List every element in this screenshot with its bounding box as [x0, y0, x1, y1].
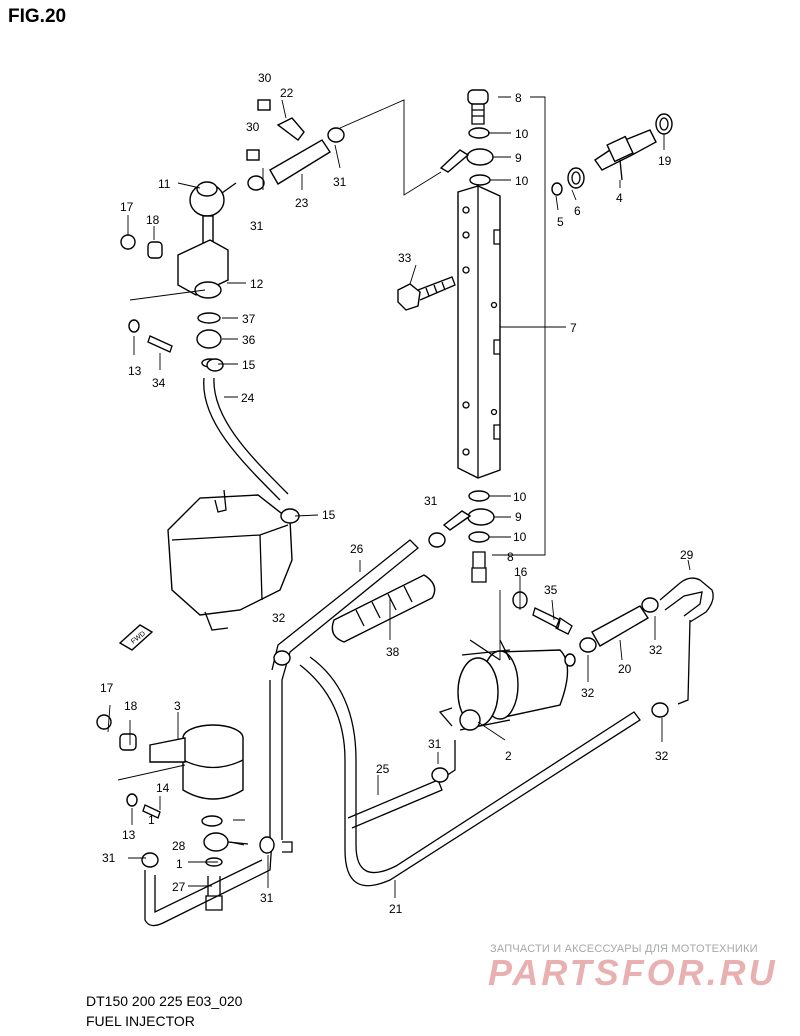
callout: 13: [128, 364, 142, 378]
callout: 32: [655, 749, 669, 763]
callout: 31: [260, 891, 274, 905]
lower-banjo-assembly[interactable]: [442, 490, 495, 583]
callout: 9: [515, 510, 522, 524]
callout: 15: [322, 508, 336, 522]
hose-clamps[interactable]: [141, 358, 669, 868]
callout: 30: [258, 71, 272, 85]
fuel-pump[interactable]: [438, 639, 576, 781]
callout: 31: [250, 219, 264, 233]
upper-hoses[interactable]: [246, 99, 345, 191]
fuel-filter[interactable]: [96, 714, 244, 819]
callout: 17: [120, 200, 134, 214]
callout: 22: [280, 86, 294, 100]
callout: 23: [295, 196, 309, 210]
upper-banjo-assembly[interactable]: [439, 89, 494, 186]
callout: 32: [649, 643, 663, 657]
vapor-separator-tank[interactable]: [167, 489, 300, 631]
callout: 15: [242, 358, 256, 372]
callout: 32: [272, 611, 286, 625]
hose-lower-left[interactable]: [144, 839, 273, 927]
callout: 34: [152, 376, 166, 390]
callout: 30: [246, 120, 260, 134]
callout: 20: [618, 662, 632, 676]
callout: 18: [124, 699, 138, 713]
callout: 31: [428, 737, 442, 751]
leader-lines: [107, 96, 691, 898]
callout: 27: [172, 880, 186, 894]
callout: 16: [514, 565, 528, 579]
callout: 32: [581, 686, 595, 700]
callout: 37: [242, 312, 256, 326]
fuel-rail[interactable]: [457, 185, 501, 479]
callout: 3: [174, 699, 181, 713]
callout: 4: [616, 191, 623, 205]
insulator-sleeve[interactable]: [331, 574, 436, 643]
callout: 21: [389, 902, 403, 916]
callout: 1: [148, 813, 155, 827]
callout: 7: [570, 321, 577, 335]
callout: 31: [333, 175, 347, 189]
callout: 5: [557, 215, 564, 229]
callout: 31: [102, 851, 116, 865]
callout: 26: [350, 542, 364, 556]
model-code: DT150 200 225 E03_020: [86, 993, 243, 1009]
callout: 10: [515, 174, 529, 188]
figure-caption: FUEL INJECTOR: [86, 1013, 195, 1029]
figure-title: FIG.20: [8, 6, 67, 27]
callout: 1: [176, 857, 183, 871]
callout: 12: [250, 277, 264, 291]
callout: 28: [172, 839, 186, 853]
pump-bolt[interactable]: [512, 591, 573, 635]
callout: 38: [386, 645, 400, 659]
callout: 24: [241, 391, 255, 405]
watermark-subtitle: ЗАПЧАСТИ И АКСЕССУАРЫ ДЛЯ МОТОТЕХНИКИ: [490, 943, 758, 955]
rail-bolt[interactable]: [397, 276, 456, 311]
watermark-logo: PARTSFOR.RU: [488, 952, 778, 993]
injector[interactable]: [551, 113, 673, 196]
hose-24[interactable]: [203, 377, 289, 501]
callout: 11: [158, 177, 171, 191]
callout: 8: [515, 91, 522, 105]
callout: 25: [376, 762, 390, 776]
callout: 36: [242, 333, 256, 347]
long-hoses[interactable]: [269, 539, 641, 887]
callout: 33: [398, 251, 412, 265]
callout: 8: [507, 550, 514, 564]
callout: 10: [515, 127, 529, 141]
return-hoses[interactable]: [591, 577, 714, 705]
callout: 31: [424, 494, 438, 508]
pressure-regulator[interactable]: [177, 181, 237, 299]
regulator-hardware[interactable]: [120, 234, 222, 368]
callout: 29: [680, 548, 694, 562]
callout: 19: [658, 154, 672, 168]
callout: 10: [513, 530, 527, 544]
callout: 10: [513, 490, 527, 504]
callout: 18: [146, 213, 160, 227]
callout: 6: [574, 204, 581, 218]
callout: 14: [156, 781, 170, 795]
callout: 17: [100, 681, 114, 695]
callout: 2: [505, 749, 512, 763]
callout-labels: 1 1 2 3 4 5 6 7 8 8 9 9 10 10 10 10 11 1…: [100, 71, 694, 916]
lower-banjo[interactable]: [201, 815, 249, 911]
svg-text:PARTSFOR.RU: PARTSFOR.RU: [488, 952, 778, 993]
callout: 9: [515, 151, 522, 165]
callout: 35: [544, 583, 558, 597]
fwd-arrow: FWD: [118, 624, 154, 651]
callout: 13: [122, 828, 136, 842]
